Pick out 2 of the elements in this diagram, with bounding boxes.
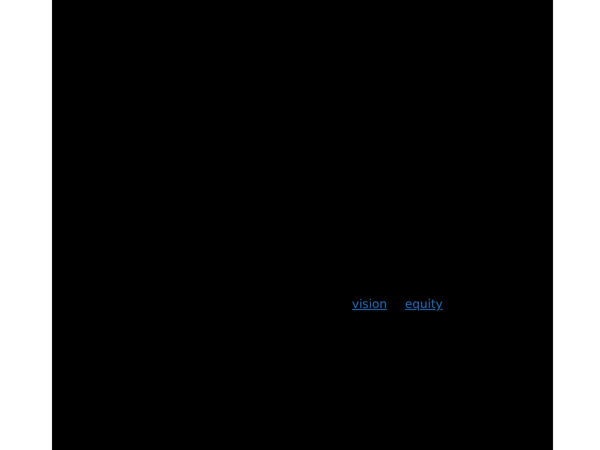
link: vision — [352, 297, 387, 311]
link: equity — [405, 297, 443, 311]
